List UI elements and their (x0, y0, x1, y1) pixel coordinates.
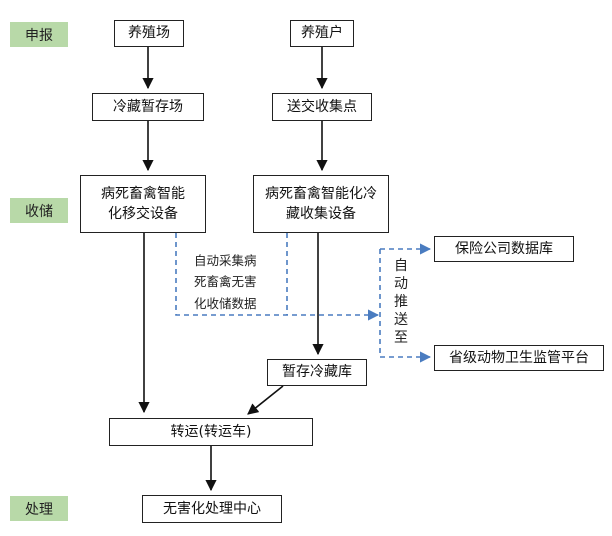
annotation-auto-collect: 自动采集病 死畜禽无害 化收储数据 (194, 250, 274, 314)
node-smart-transfer-line1: 病死畜禽智能 (101, 185, 185, 202)
stage-tag-collect: 收储 (10, 198, 68, 223)
node-smart-cold-device: 病死畜禽智能化冷 藏收集设备 (253, 175, 389, 233)
stage-tag-process: 处理 (10, 496, 68, 521)
node-treatment-center: 无害化处理中心 (142, 495, 282, 523)
node-smart-transfer-line2: 化移交设备 (108, 206, 178, 222)
annotation-auto-push-char: 自 (394, 258, 408, 274)
annotation-auto-push-char: 推 (394, 293, 408, 310)
node-collection-point: 送交收集点 (272, 93, 372, 121)
node-household: 养殖户 (290, 20, 354, 47)
annotation-auto-push-char: 动 (394, 275, 408, 292)
annotation-auto-collect-line3: 化收储数据 (194, 295, 257, 311)
annotation-auto-push-char: 至 (394, 329, 408, 346)
data-line-from-smart-transfer (175, 233, 380, 321)
node-insurance-db: 保险公司数据库 (434, 236, 574, 262)
node-temp-cold-storage: 暂存冷藏库 (267, 359, 367, 386)
arrow-temp-storage-to-transport (247, 385, 284, 415)
node-provincial-platform: 省级动物卫生监管平台 (434, 345, 604, 371)
stage-tag-declare: 申报 (10, 22, 68, 47)
node-smart-transfer-device: 病死畜禽智能 化移交设备 (80, 175, 206, 233)
annotation-auto-collect-line1: 自动采集病 (194, 253, 257, 268)
node-cold-temp-storage: 冷藏暂存场 (92, 93, 204, 121)
node-smart-cold-line1: 病死畜禽智能化冷 (265, 185, 377, 202)
annotation-auto-collect-line2: 死畜禽无害 (194, 274, 257, 290)
node-farm: 养殖场 (114, 20, 184, 47)
node-transport: 转运(转运车) (109, 418, 313, 446)
annotation-auto-push: 自 动 推 送 至 (393, 258, 409, 348)
annotation-auto-push-char: 送 (394, 311, 408, 328)
node-smart-cold-line2: 藏收集设备 (286, 206, 356, 222)
